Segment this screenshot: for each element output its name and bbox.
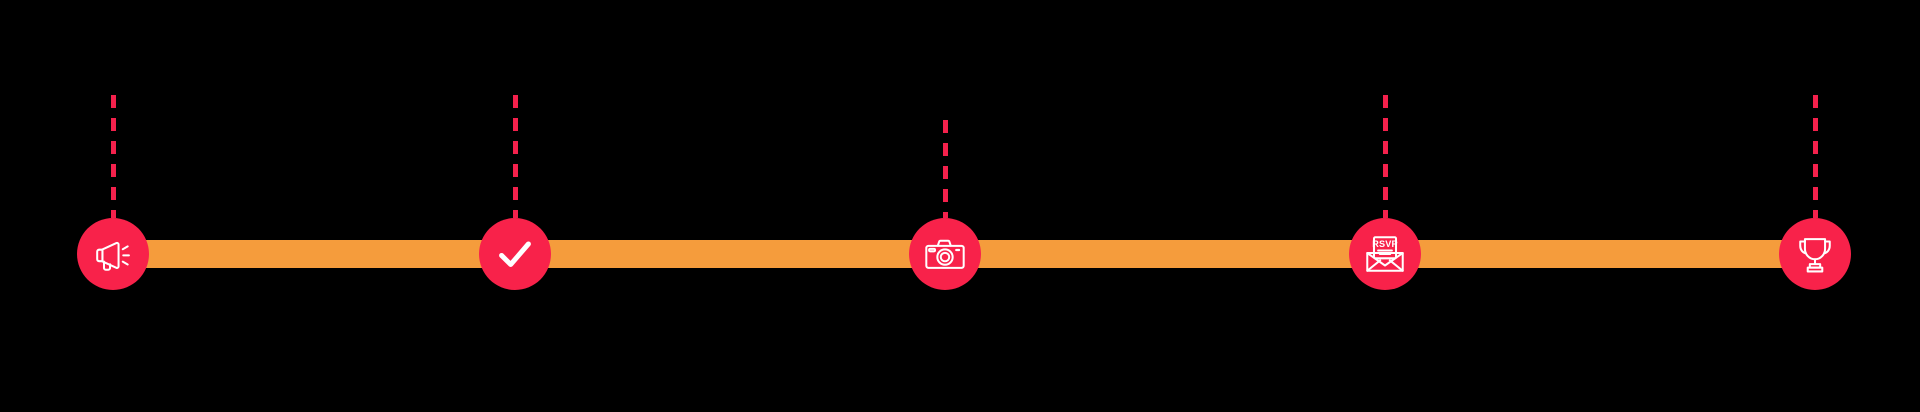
milestone-stem-3 — [942, 120, 948, 218]
rsvp-badge-text: RSVP — [1372, 239, 1398, 249]
milestone-node-rsvp[interactable]: RSVP — [1349, 218, 1421, 290]
milestone-node-announce[interactable] — [77, 218, 149, 290]
milestone-stem-4 — [1382, 95, 1388, 218]
milestone-node-confirm[interactable] — [479, 218, 551, 290]
camera-icon — [922, 231, 968, 277]
rsvp-envelope-icon: RSVP — [1362, 231, 1408, 277]
milestone-node-celebrate[interactable] — [1779, 218, 1851, 290]
milestone-node-capture[interactable] — [909, 218, 981, 290]
milestone-stem-5 — [1812, 95, 1818, 218]
megaphone-icon — [90, 231, 136, 277]
milestone-stem-1 — [110, 95, 116, 218]
check-icon — [492, 231, 538, 277]
milestone-stem-2 — [512, 95, 518, 218]
trophy-icon — [1792, 231, 1838, 277]
